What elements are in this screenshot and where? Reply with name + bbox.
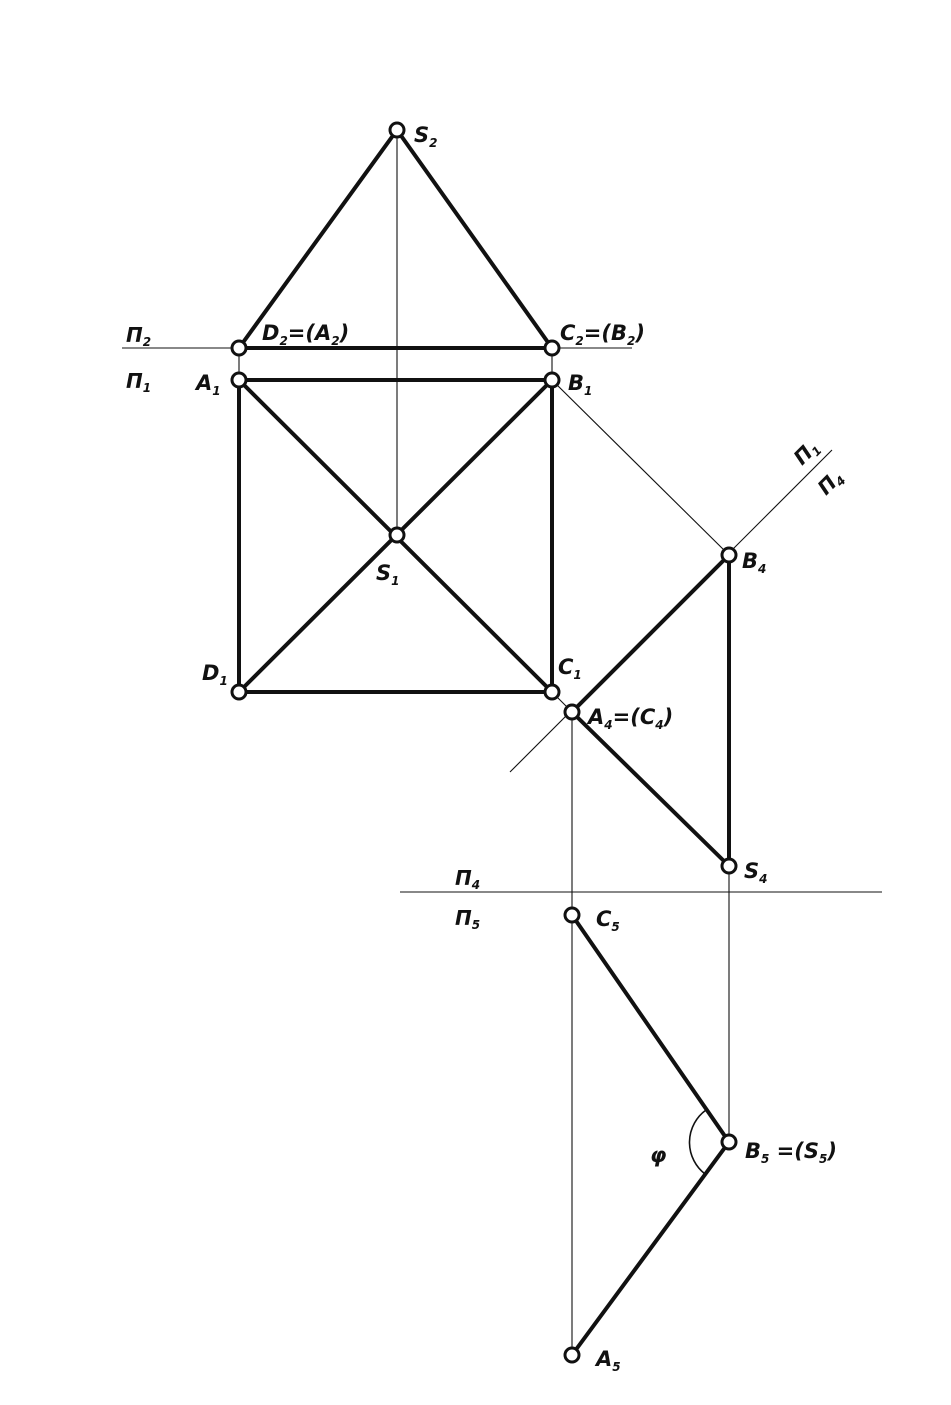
point-b4 xyxy=(720,546,738,564)
label-b5-s5: B5 =(S5) xyxy=(745,1139,837,1166)
point-c1 xyxy=(543,683,561,701)
label-s1: S1 xyxy=(376,561,399,588)
label-a4-c4: A4=(C4) xyxy=(586,705,673,732)
label-c1: C1 xyxy=(558,655,582,682)
point-b5-s5 xyxy=(720,1133,738,1151)
label-a5: A5 xyxy=(594,1347,621,1374)
point-s1 xyxy=(388,526,406,544)
label-s2: S2 xyxy=(414,123,437,150)
label-s4: S4 xyxy=(744,859,767,886)
label-d2-a2: D2=(A2) xyxy=(262,321,349,348)
label-b4: B4 xyxy=(742,549,766,576)
point-s2 xyxy=(388,121,406,139)
edge-a4-s4 xyxy=(570,710,731,868)
plane-label-p5: Π5 xyxy=(455,906,480,932)
projection-line-b1-b4 xyxy=(551,379,730,556)
point-a4-c4 xyxy=(563,703,581,721)
point-a1 xyxy=(230,371,248,389)
edge-a4-b4 xyxy=(570,553,731,714)
angle-label-phi: φ xyxy=(650,1143,666,1167)
edge-b5-a5 xyxy=(570,1140,731,1357)
edge-c5-b5 xyxy=(570,913,731,1144)
edge-s2-c2 xyxy=(395,128,554,350)
plane-label-p4: Π4 xyxy=(455,866,480,892)
label-c5: C5 xyxy=(596,907,620,934)
plane-label-p1: Π1 xyxy=(126,369,151,395)
label-b1: B1 xyxy=(568,371,592,398)
plane-label-p2: Π2 xyxy=(126,323,151,349)
plane-label-p1-rotated: Π1 xyxy=(789,435,825,471)
point-c5 xyxy=(563,906,581,924)
label-c2-b2: C2=(B2) xyxy=(560,321,645,348)
point-b1 xyxy=(543,371,561,389)
edge-s2-d2 xyxy=(237,128,399,350)
point-a5 xyxy=(563,1346,581,1364)
angle-arc-phi xyxy=(688,1109,707,1175)
point-c2-b2 xyxy=(543,339,561,357)
point-s4 xyxy=(720,857,738,875)
point-d2-a2 xyxy=(230,339,248,357)
label-a1: A1 xyxy=(194,371,221,398)
point-d1 xyxy=(230,683,248,701)
label-d1: D1 xyxy=(202,661,228,688)
plane-label-p4-rotated: Π4 xyxy=(813,465,849,501)
